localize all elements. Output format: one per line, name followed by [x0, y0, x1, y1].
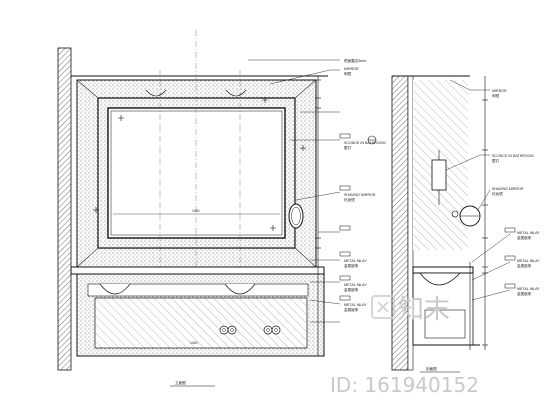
countertop: [70, 266, 325, 275]
annotation-mirror-cn: 明镜: [344, 71, 352, 76]
section-annotation-mirror-cn: 明镜: [492, 93, 500, 98]
annotation-inlay-2-en: METAL INLAY: [344, 283, 367, 287]
counter-dimension: 1400: [190, 341, 198, 345]
elevation-view: 1400 1400: [57, 30, 385, 387]
mirror-glass: [107, 107, 286, 239]
wall-section-left: [57, 47, 72, 371]
section-annotation-sconce-cn: 壁灯: [492, 158, 500, 163]
section-annotation-inlay-1-en: METAL INLAY: [517, 231, 540, 235]
section-annotation-inlay-3-cn: 金属嵌条: [517, 291, 532, 296]
basin-right: [224, 283, 256, 295]
annotation-sconce-cn: 壁灯: [344, 145, 352, 150]
annotation-sconce-en: SCONCE IN BATHROOM: [344, 141, 385, 145]
annotation-inlay-1-cn: 金属嵌条: [344, 263, 359, 268]
annotation-inlay-1-en: METAL INLAY: [344, 259, 367, 263]
mirror-width-dimension: 1400: [192, 209, 200, 213]
section-annotation-inlay-2-en: METAL INLAY: [517, 259, 540, 263]
section-wall: [391, 75, 409, 371]
section-view: MIRROR 明镜 SCONCE IN BATHROOM 壁灯 SHAVING …: [391, 75, 540, 373]
watermark: 知末 ID: 161940152: [330, 295, 479, 397]
annotation-inlay-3-en: METAL INLAY: [344, 303, 367, 307]
annotation-inlay-3-cn: 金属嵌条: [344, 307, 359, 312]
section-countertop: [412, 266, 474, 274]
annotation-shaving-cn: 化妆镜: [344, 197, 355, 202]
towel-rolls: [219, 325, 281, 335]
annotation-mirror-en: MIRROR: [344, 67, 359, 71]
annotation-mirror-edge: 镜面磨边5mm: [344, 58, 366, 63]
shaving-mirror: [288, 203, 304, 229]
section-annotation-inlay-1-cn: 金属嵌条: [517, 235, 532, 240]
basin-left: [99, 283, 131, 295]
watermark-logo-icon: [371, 295, 395, 319]
section-annotation-inlay-2-cn: 金属嵌条: [517, 263, 532, 268]
annotation-shaving-en: SHAVING MIRROR: [344, 193, 376, 197]
elevation-title: 立面图: [175, 380, 186, 385]
section-annotation-shaving-en: SHAVING MIRROR: [492, 187, 524, 191]
annotation-inlay-2-cn: 金属嵌条: [344, 287, 359, 292]
section-sconce: [431, 159, 447, 191]
watermark-id: ID: 161940152: [330, 373, 479, 397]
section-annotation-sconce-en: SCONCE IN BATHROOM: [492, 154, 533, 158]
section-annotation-mirror-en: MIRROR: [492, 89, 507, 93]
section-title: 剖面图: [426, 366, 437, 371]
section-annotation-shaving-cn: 化妆镜: [492, 191, 503, 196]
section-annotation-inlay-3-en: METAL INLAY: [517, 287, 540, 291]
watermark-logo-text: 知末: [398, 295, 450, 325]
